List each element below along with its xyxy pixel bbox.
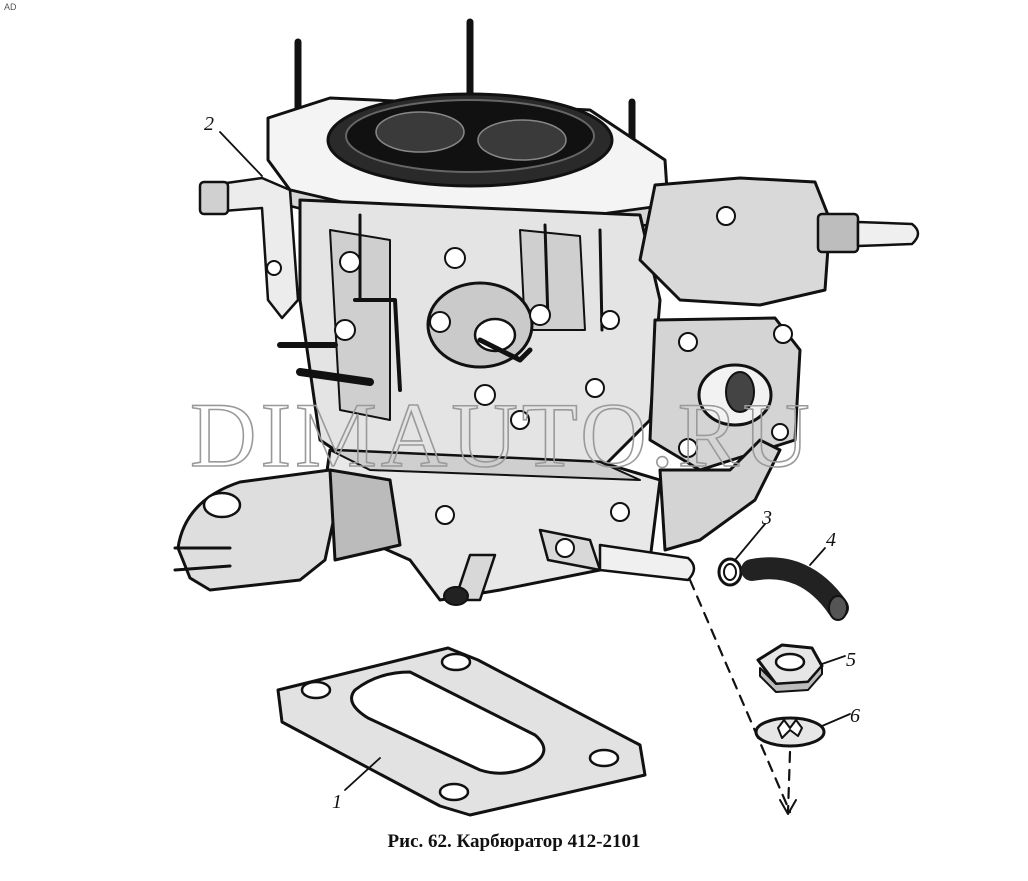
lock-washer	[754, 716, 826, 748]
leader-lines	[219, 131, 851, 791]
fuel-hose	[741, 557, 849, 621]
fuel-inlet-fitting	[198, 176, 300, 320]
nut	[756, 643, 824, 693]
throttle-linkage	[277, 247, 620, 430]
watermark: DIMAUTO.RU	[190, 384, 814, 486]
diaphragm-cover	[648, 316, 802, 472]
figure-caption: Рис. 62. Карбюратор 412-2101	[387, 831, 641, 852]
assembly-arrow	[779, 799, 797, 815]
callout-6: 6	[850, 705, 860, 727]
choke-housing	[638, 176, 920, 307]
top-cover	[266, 92, 670, 252]
hose-clamp	[717, 557, 743, 587]
callout-1: 1	[332, 791, 342, 813]
callout-5: 5	[846, 649, 856, 671]
callout-3: 3	[761, 507, 772, 529]
corner-mark: AD	[4, 2, 17, 12]
throttle-lever	[173, 468, 402, 592]
callout-2: 2	[204, 113, 214, 135]
right-bracket	[658, 438, 782, 552]
carburetor-assembly	[173, 18, 920, 606]
gasket	[276, 646, 647, 817]
throttle-body	[318, 448, 696, 606]
callout-4: 4	[826, 529, 836, 551]
assembly-lines	[688, 578, 792, 814]
